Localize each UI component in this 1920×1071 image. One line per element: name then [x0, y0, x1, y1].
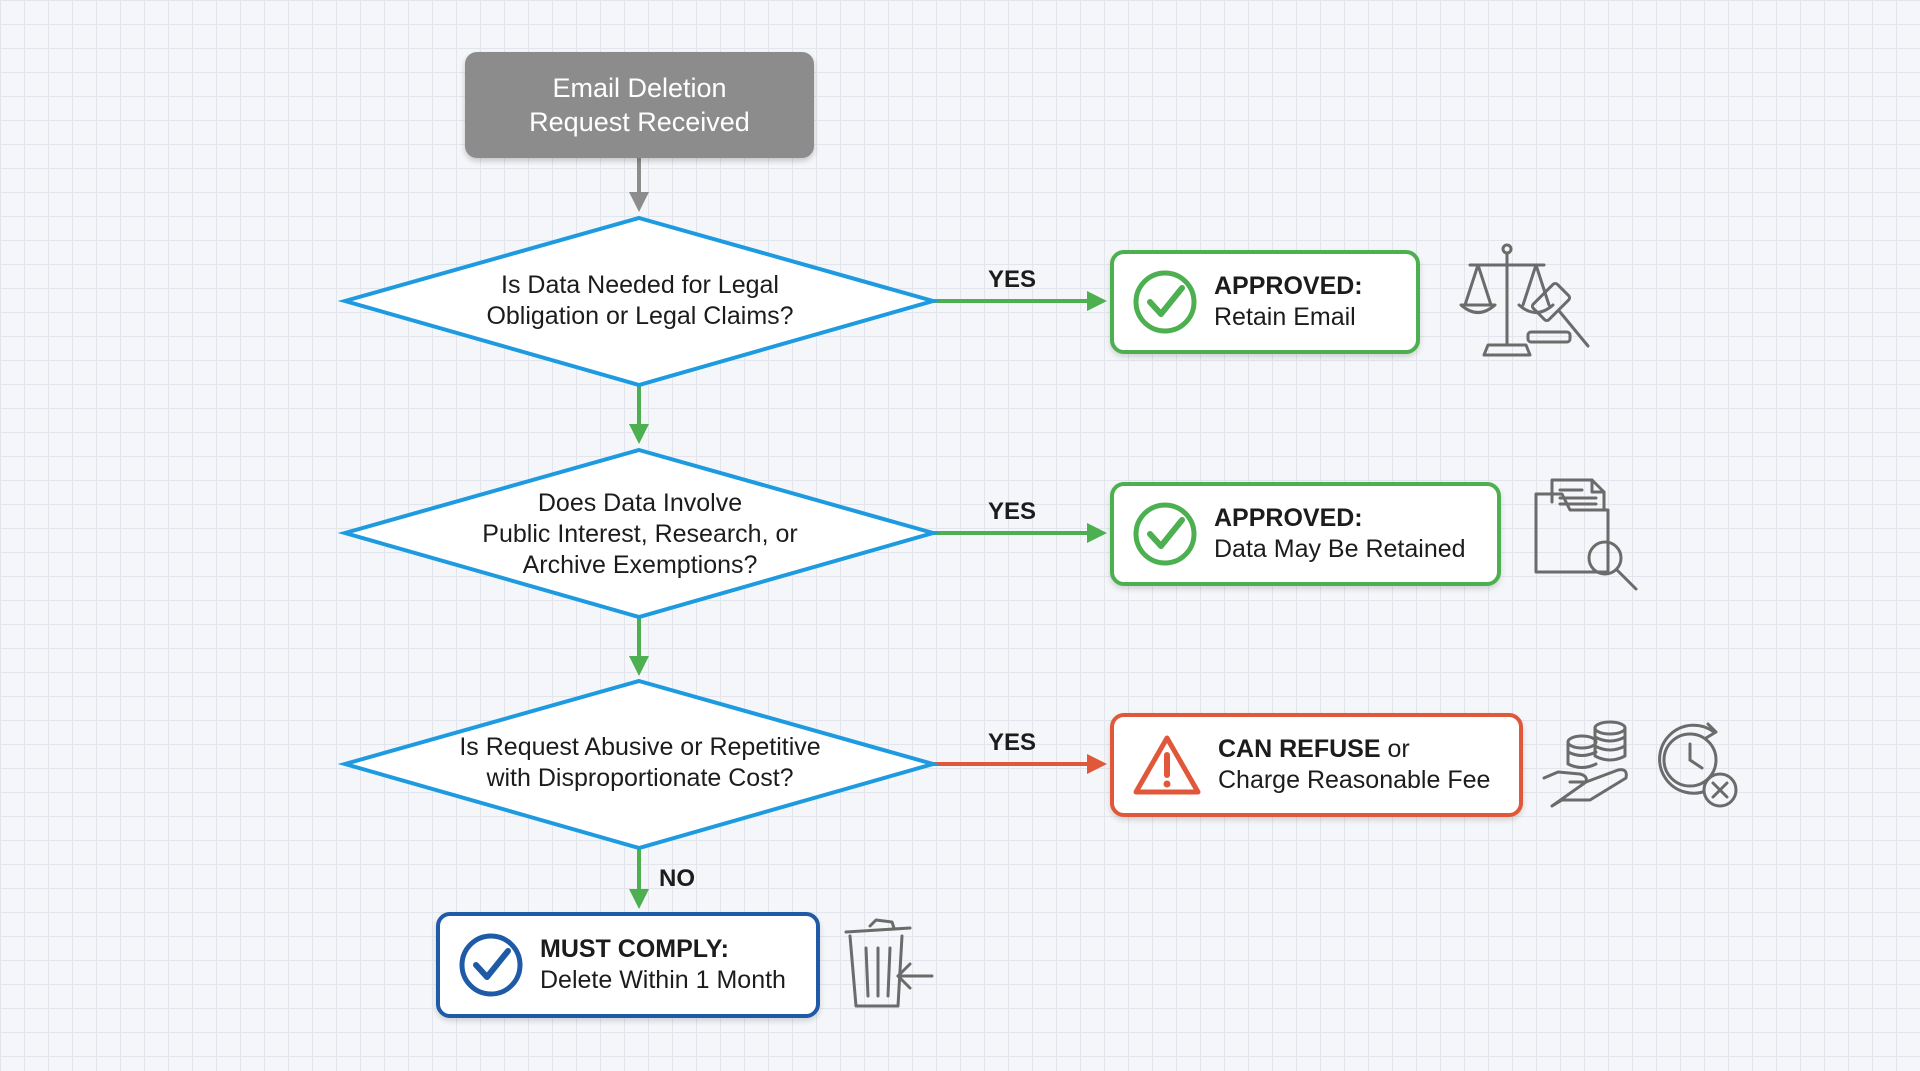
start-node: Email Deletion Request Received [465, 52, 814, 158]
decision-2-diamond [337, 447, 941, 620]
decision-3-text: Is Request Abusive or Repetitive with Di… [430, 722, 850, 804]
outcome-retain-email-detail: Retain Email [1214, 303, 1356, 331]
check-circle-icon [459, 933, 523, 997]
trash-bin-icon [844, 918, 934, 1008]
decision-3-no-label: NO [659, 865, 695, 892]
outcome-must-comply: MUST COMPLY: Delete Within 1 Month [436, 912, 820, 1018]
decision-2-line-3: Archive Exemptions? [522, 550, 758, 579]
decision-2-text: Does Data Involve Public Interest, Resea… [440, 486, 840, 582]
outcome-can-refuse-text: CAN REFUSE or Charge Reasonable Fee [1218, 734, 1490, 796]
decision-2-yes-label: YES [988, 498, 1037, 525]
decision-2-line-2: Public Interest, Research, or [482, 519, 798, 548]
decision-2-line-1: Does Data Involve [537, 488, 743, 517]
start-node-line-1: Email Deletion [552, 73, 727, 103]
decision-3-diamond [337, 678, 941, 851]
outcome-data-retained-title: APPROVED: [1214, 504, 1363, 532]
coins-hand-icon [1542, 720, 1628, 808]
decision-1-line-2: Obligation or Legal Claims? [486, 302, 794, 330]
outcome-must-comply-text: MUST COMPLY: Delete Within 1 Month [540, 934, 786, 996]
check-circle-icon [1133, 502, 1197, 566]
outcome-data-retained: APPROVED: Data May Be Retained [1110, 482, 1501, 586]
decision-3-line-1: Is Request Abusive or Repetitive [459, 733, 821, 761]
decision-1-diamond [337, 215, 941, 388]
outcome-can-refuse-title-suffix: or [1380, 735, 1410, 763]
decision-1-text: Is Data Needed for Legal Obligation or L… [440, 260, 840, 342]
outcome-can-refuse: CAN REFUSE or Charge Reasonable Fee [1110, 713, 1523, 817]
decision-3-line-2: with Disproportionate Cost? [486, 764, 794, 792]
warning-triangle-icon [1133, 735, 1201, 795]
outcome-can-refuse-detail: Charge Reasonable Fee [1218, 766, 1491, 794]
scales-gavel-icon [1459, 243, 1590, 357]
document-search-icon [1534, 478, 1638, 591]
outcome-must-comply-detail: Delete Within 1 Month [540, 966, 786, 994]
outcome-retain-email: APPROVED: Retain Email [1110, 250, 1420, 354]
outcome-must-comply-title: MUST COMPLY: [540, 935, 729, 963]
outcome-retain-email-text: APPROVED: Retain Email [1214, 271, 1363, 333]
outcome-can-refuse-title-line: CAN REFUSE or [1218, 734, 1490, 765]
outcome-data-retained-detail: Data May Be Retained [1214, 535, 1466, 563]
check-circle-icon [1133, 270, 1197, 334]
outcome-data-retained-text: APPROVED: Data May Be Retained [1214, 503, 1466, 565]
decision-1-yes-label: YES [988, 266, 1037, 293]
outcome-can-refuse-title: CAN REFUSE [1218, 735, 1381, 763]
outcome-retain-email-title: APPROVED: [1214, 272, 1363, 300]
start-node-line-2: Request Received [529, 107, 750, 137]
clock-cancel-icon [1658, 722, 1738, 808]
decision-1-line-1: Is Data Needed for Legal [501, 271, 779, 299]
decision-3-yes-label: YES [988, 729, 1037, 756]
